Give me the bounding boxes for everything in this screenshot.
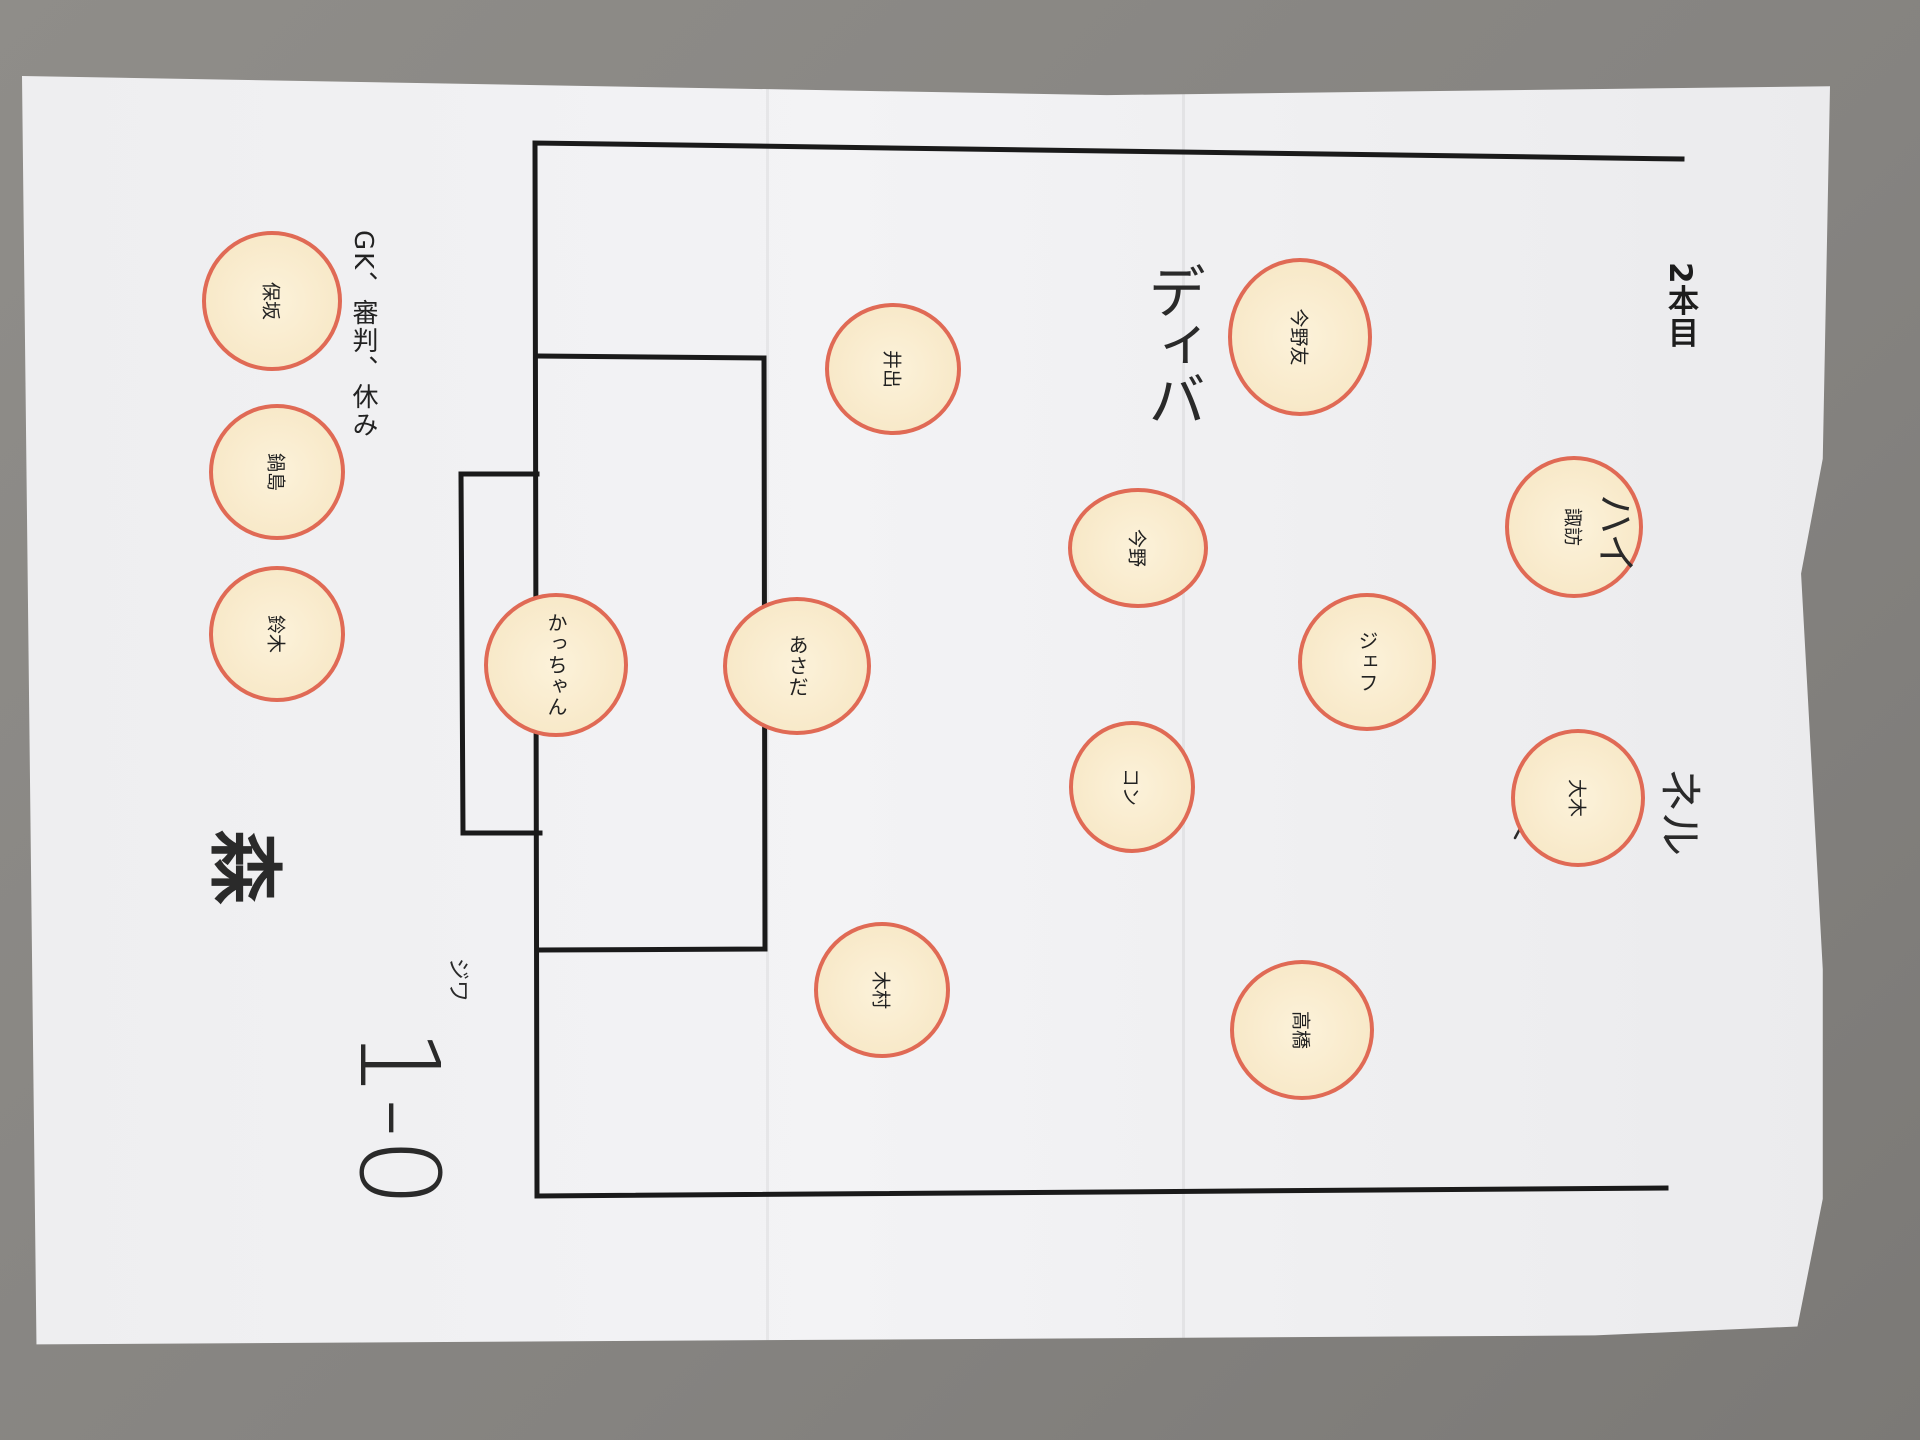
player-name: 鍋島 — [264, 452, 287, 492]
sheet-title: 2本目 — [1662, 262, 1698, 349]
player-name: 今野友 — [1287, 308, 1310, 366]
player-name: 井出 — [880, 349, 903, 389]
handwritten-note: 森 — [201, 830, 287, 898]
player-token[interactable]: ジェフ — [1298, 593, 1436, 731]
player-token[interactable]: 今野友 — [1228, 258, 1372, 416]
player-token[interactable]: 保坂 — [202, 231, 342, 371]
player-token[interactable]: 諏訪 — [1505, 456, 1643, 598]
player-name: ジェフ — [1355, 630, 1379, 694]
handwritten-note: ハイ — [1592, 494, 1638, 574]
player-name: 諏訪 — [1561, 507, 1584, 547]
player-token[interactable]: コン — [1069, 721, 1195, 853]
player-token[interactable]: あさだ — [723, 597, 871, 735]
pitch-outline — [532, 140, 1685, 1199]
player-name: コン — [1119, 767, 1142, 807]
player-name: かっちゃん — [544, 612, 568, 718]
player-token[interactable]: 高橋 — [1230, 960, 1374, 1100]
player-name: 木村 — [869, 970, 892, 1010]
player-name: あさだ — [785, 634, 809, 698]
handwritten-note: ネル — [1654, 768, 1705, 856]
player-name: 鈴木 — [264, 614, 287, 654]
player-name: 大木 — [1565, 778, 1588, 818]
goal-area — [458, 471, 543, 836]
player-token[interactable]: 鍋島 — [209, 404, 345, 540]
handwritten-note: ディバ — [1138, 262, 1206, 424]
player-token[interactable]: 今野 — [1068, 488, 1208, 608]
rest-label: GK、審判、休み — [348, 230, 378, 440]
score-note: 1-0 — [335, 1028, 463, 1208]
player-token[interactable]: かっちゃん — [484, 593, 628, 737]
player-token[interactable]: 井出 — [825, 303, 961, 435]
paper-fold — [1182, 76, 1185, 1345]
player-name: 今野 — [1125, 528, 1148, 568]
player-name: 保坂 — [259, 281, 282, 321]
handwritten-note: ジワ — [445, 958, 470, 1003]
player-name: 高橋 — [1289, 1010, 1312, 1050]
player-token[interactable]: 木村 — [814, 922, 950, 1058]
player-token[interactable]: 大木 — [1511, 729, 1645, 867]
player-token[interactable]: 鈴木 — [209, 566, 345, 702]
